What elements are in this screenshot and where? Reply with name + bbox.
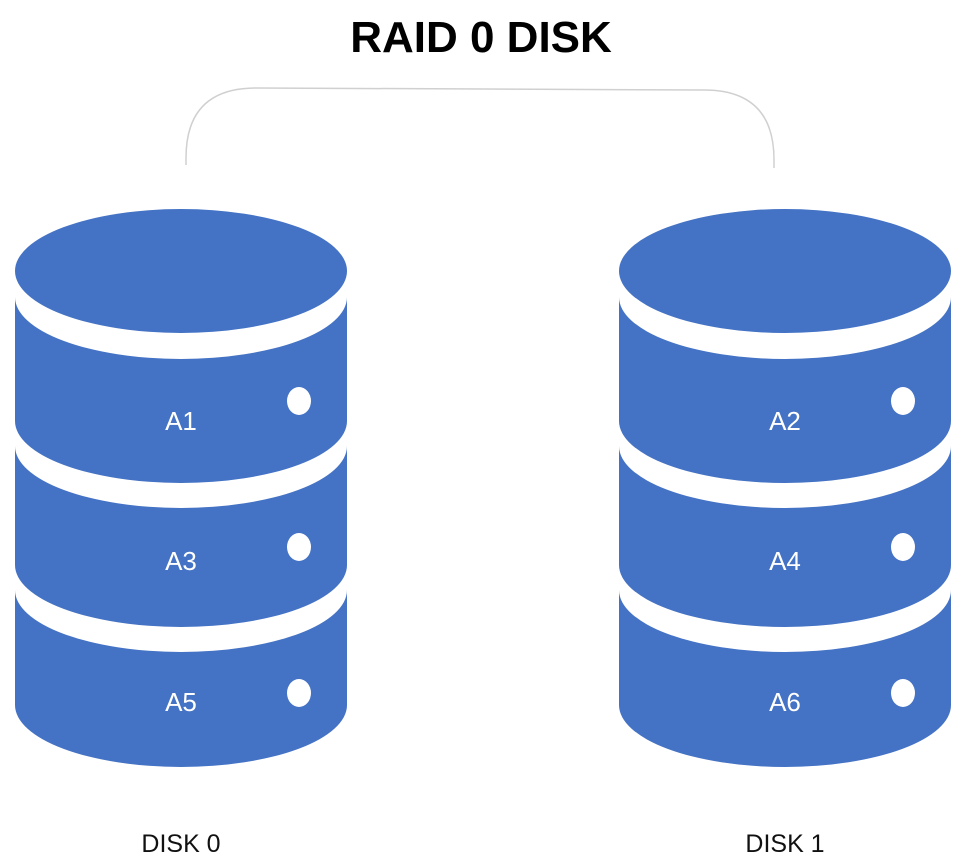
disk-1-segment-2-indicator-dot (891, 533, 915, 561)
disk-0-label: DISK 0 (141, 830, 220, 858)
disk-1: A2 A4 A6 DISK 1 (619, 209, 951, 858)
diagram-title: RAID 0 DISK (350, 13, 612, 62)
disk-0-segment-3-indicator-dot (287, 679, 311, 707)
disk-0-segment-3-label: A5 (165, 687, 197, 717)
disk-1-segment-2-label: A4 (769, 546, 801, 576)
disk-1-segment-1-indicator-dot (891, 387, 915, 415)
disk-1-segment-3-label: A6 (769, 687, 801, 717)
disk-0-segment-1-indicator-dot (287, 387, 311, 415)
disk-1-segment-1-label: A2 (769, 406, 801, 436)
disk-1-top (619, 209, 951, 333)
disk-0: A1 A3 A5 DISK 0 (15, 209, 347, 858)
disk-0-segment-2-label: A3 (165, 546, 197, 576)
array-connector (185, 87, 775, 168)
disk-1-label: DISK 1 (745, 830, 824, 858)
disk-0-segment-2-indicator-dot (287, 533, 311, 561)
disk-1-segment-3-indicator-dot (891, 679, 915, 707)
disk-0-top (15, 209, 347, 333)
disk-0-segment-1-label: A1 (165, 406, 197, 436)
